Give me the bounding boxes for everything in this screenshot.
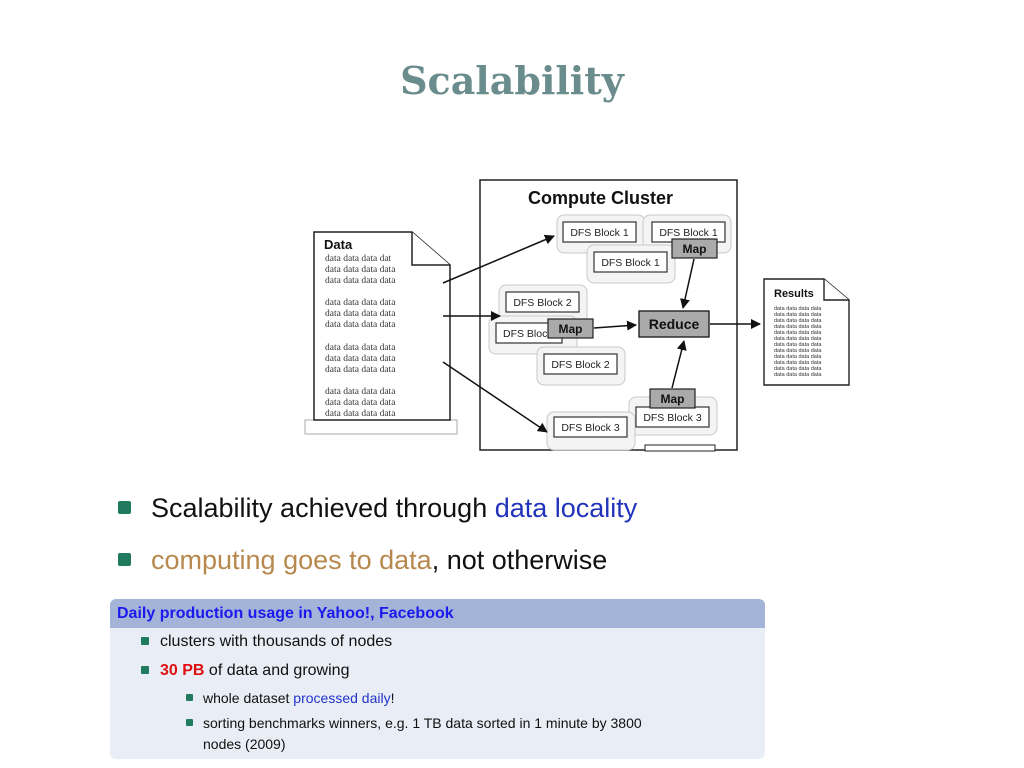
svg-text:DFS Block 3: DFS Block 3 bbox=[643, 412, 702, 424]
data-line: data data data data bbox=[325, 276, 396, 286]
arrow-map3-reduce bbox=[671, 340, 687, 389]
data-line: data data data data bbox=[325, 354, 396, 364]
sub-item-processed-daily: whole dataset processed daily! bbox=[186, 688, 395, 709]
svg-text:DFS Block 2: DFS Block 2 bbox=[513, 297, 572, 309]
list-item-clusters: clusters with thousands of nodes bbox=[141, 631, 393, 652]
bullet-2-text: , not otherwise bbox=[431, 545, 608, 575]
svg-text:DFS Block 3: DFS Block 3 bbox=[561, 422, 620, 434]
map-box-1: Map bbox=[671, 238, 718, 259]
svg-text:Map: Map bbox=[559, 322, 583, 336]
reduce-box: Reduce bbox=[638, 310, 710, 338]
results-title: Results bbox=[774, 288, 814, 300]
map-box-2: Map bbox=[547, 318, 594, 339]
dfs-block-1-a: DFS Block 1 bbox=[562, 221, 637, 243]
data-title: Data bbox=[324, 237, 353, 252]
data-line: data data data data bbox=[325, 265, 396, 275]
svg-text:Map: Map bbox=[661, 392, 685, 406]
dfs-block-2-a: DFS Block 2 bbox=[505, 291, 580, 313]
dfs-block-3-b: DFS Block 3 bbox=[553, 416, 628, 438]
arrow-data-block3 bbox=[442, 361, 548, 433]
bullet-marker bbox=[141, 637, 149, 645]
results-line: data data data data bbox=[774, 336, 822, 342]
bullet-marker bbox=[141, 666, 149, 674]
results-line: data data data data bbox=[774, 306, 822, 312]
data-line: data data data data bbox=[325, 320, 396, 330]
data-line: data data data data bbox=[325, 409, 396, 419]
dfs-block-2-b: DFS Bloc bbox=[495, 322, 563, 344]
data-size-highlight: 30 PB bbox=[160, 662, 205, 679]
arrow-map2-reduce bbox=[593, 320, 637, 331]
slide-title: Scalability bbox=[400, 58, 624, 103]
bullet-marker bbox=[118, 553, 131, 567]
data-line: data data data data bbox=[325, 298, 396, 308]
list-item-data-size: 30 PB of data and growing bbox=[141, 660, 350, 681]
data-line: data data data data bbox=[325, 365, 396, 375]
data-line: data data data data bbox=[325, 309, 396, 319]
list-item-text: clusters with thousands of nodes bbox=[160, 633, 393, 650]
results-line: data data data data bbox=[774, 360, 822, 366]
data-line: data data data dat bbox=[325, 254, 392, 264]
sub-item-end: ! bbox=[390, 690, 395, 706]
svg-text:Reduce: Reduce bbox=[649, 316, 700, 332]
list-item-text: of data and growing bbox=[204, 662, 350, 679]
dfs-block-3-a: DFS Block 3 bbox=[635, 406, 710, 428]
data-line: data data data data bbox=[325, 398, 396, 408]
svg-text:DFS Block 1: DFS Block 1 bbox=[570, 227, 629, 239]
results-line: data data data data bbox=[774, 330, 822, 336]
svg-text:DFS Block 1: DFS Block 1 bbox=[601, 257, 660, 269]
bullet-marker bbox=[186, 694, 193, 701]
bullet-marker bbox=[118, 501, 131, 515]
compute-cluster: Compute Cluster DFS Block 1 DFS Block 1 … bbox=[479, 179, 738, 452]
data-line: data data data data bbox=[325, 343, 396, 353]
sub-item-text-line2: nodes (2009) bbox=[203, 736, 286, 752]
arrow-data-block1 bbox=[442, 234, 555, 284]
svg-text:Map: Map bbox=[683, 242, 707, 256]
results-line: data data data data bbox=[774, 348, 822, 354]
bullet-marker bbox=[186, 719, 193, 726]
bullet-computing: computing goes to data, not otherwise bbox=[118, 545, 607, 576]
production-usage-block: Daily production usage in Yahoo!, Facebo… bbox=[110, 599, 765, 759]
results-line: data data data data bbox=[774, 366, 822, 372]
results-line: data data data data bbox=[774, 342, 822, 348]
arrow-map1-reduce bbox=[680, 258, 695, 309]
computing-highlight: computing goes to data bbox=[151, 545, 432, 575]
map-box-3: Map bbox=[649, 388, 696, 409]
results-line: data data data data bbox=[774, 324, 822, 330]
sub-item-text-line1: sorting benchmarks winners, e.g. 1 TB da… bbox=[203, 715, 642, 731]
bullet-scalability: Scalability achieved through data locali… bbox=[118, 493, 637, 524]
dfs-block-1-b: DFS Block 1 bbox=[651, 221, 726, 243]
data-locality-highlight: data locality bbox=[494, 493, 638, 523]
dfs-block-1-c: DFS Block 1 bbox=[593, 251, 668, 273]
sub-item-benchmarks: sorting benchmarks winners, e.g. 1 TB da… bbox=[186, 713, 743, 755]
data-line: data data data data bbox=[325, 387, 396, 397]
svg-text:DFS Bloc: DFS Bloc bbox=[503, 328, 547, 340]
cluster-title: Compute Cluster bbox=[528, 188, 673, 208]
block-header: Daily production usage in Yahoo!, Facebo… bbox=[110, 599, 765, 628]
bullet-1-text: Scalability achieved through bbox=[151, 493, 495, 523]
dfs-block-2-c: DFS Block 2 bbox=[543, 353, 618, 375]
svg-text:DFS Block 1: DFS Block 1 bbox=[659, 227, 718, 239]
results-line: data data data data bbox=[774, 372, 822, 378]
svg-text:DFS Block 2: DFS Block 2 bbox=[551, 359, 610, 371]
processed-daily-highlight: processed daily bbox=[293, 690, 391, 706]
results-line: data data data data bbox=[774, 354, 822, 360]
results-line: data data data data bbox=[774, 312, 822, 318]
sub-item-text: whole dataset bbox=[203, 690, 294, 706]
results-line: data data data data bbox=[774, 318, 822, 324]
